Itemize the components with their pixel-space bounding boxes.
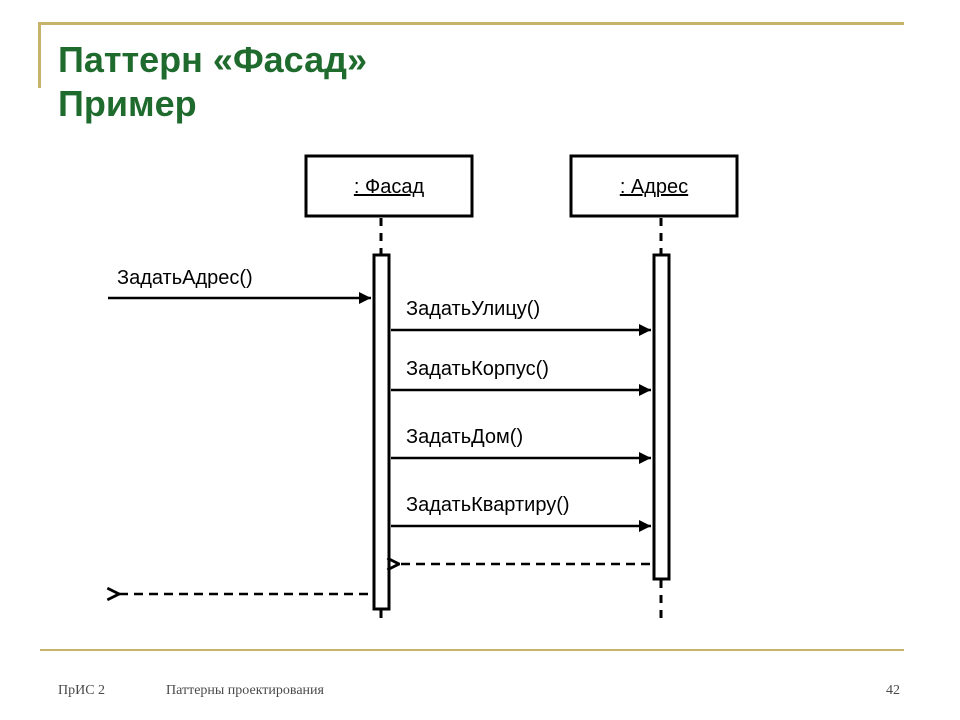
message-set-address: ЗадатьАдрес() [108,267,371,304]
slide-title-line2: Пример [58,83,197,124]
frame-left-rule [38,22,41,88]
message-label: ЗадатьКвартиру() [406,494,570,516]
message-label: ЗадатьАдрес() [117,267,253,289]
footer-rule [40,649,904,651]
activation-bar-facade [372,253,391,611]
object-facade: : Фасад [304,154,474,218]
slide-title-line1: Паттерн «Фасад» [58,39,368,80]
object-label-facade: : Фасад [354,176,425,198]
message-set-house: ЗадатьДом() [391,426,651,464]
object-box-address [569,154,739,218]
frame-top-rule [38,22,904,25]
message-label: ЗадатьУлицу() [406,298,540,320]
message-set-building: ЗадатьКорпус() [391,358,651,396]
object-label-address: : Адрес [620,176,688,198]
object-box-facade [304,154,474,218]
slide-title: Паттерн «Фасад» Пример [58,38,367,126]
footer-course: ПрИС 2 [58,683,106,698]
message-label: ЗадатьКорпус() [406,358,549,380]
activation-bar-address [652,253,671,581]
message-label: ЗадатьДом() [406,426,523,448]
message-set-street: ЗадатьУлицу() [391,298,651,336]
object-address: : Адрес [569,154,739,218]
footer-page-number: 42 [886,683,900,698]
message-set-apartment: ЗадатьКвартиру() [391,494,651,532]
footer-topic: Паттерны проектирования [166,683,324,698]
